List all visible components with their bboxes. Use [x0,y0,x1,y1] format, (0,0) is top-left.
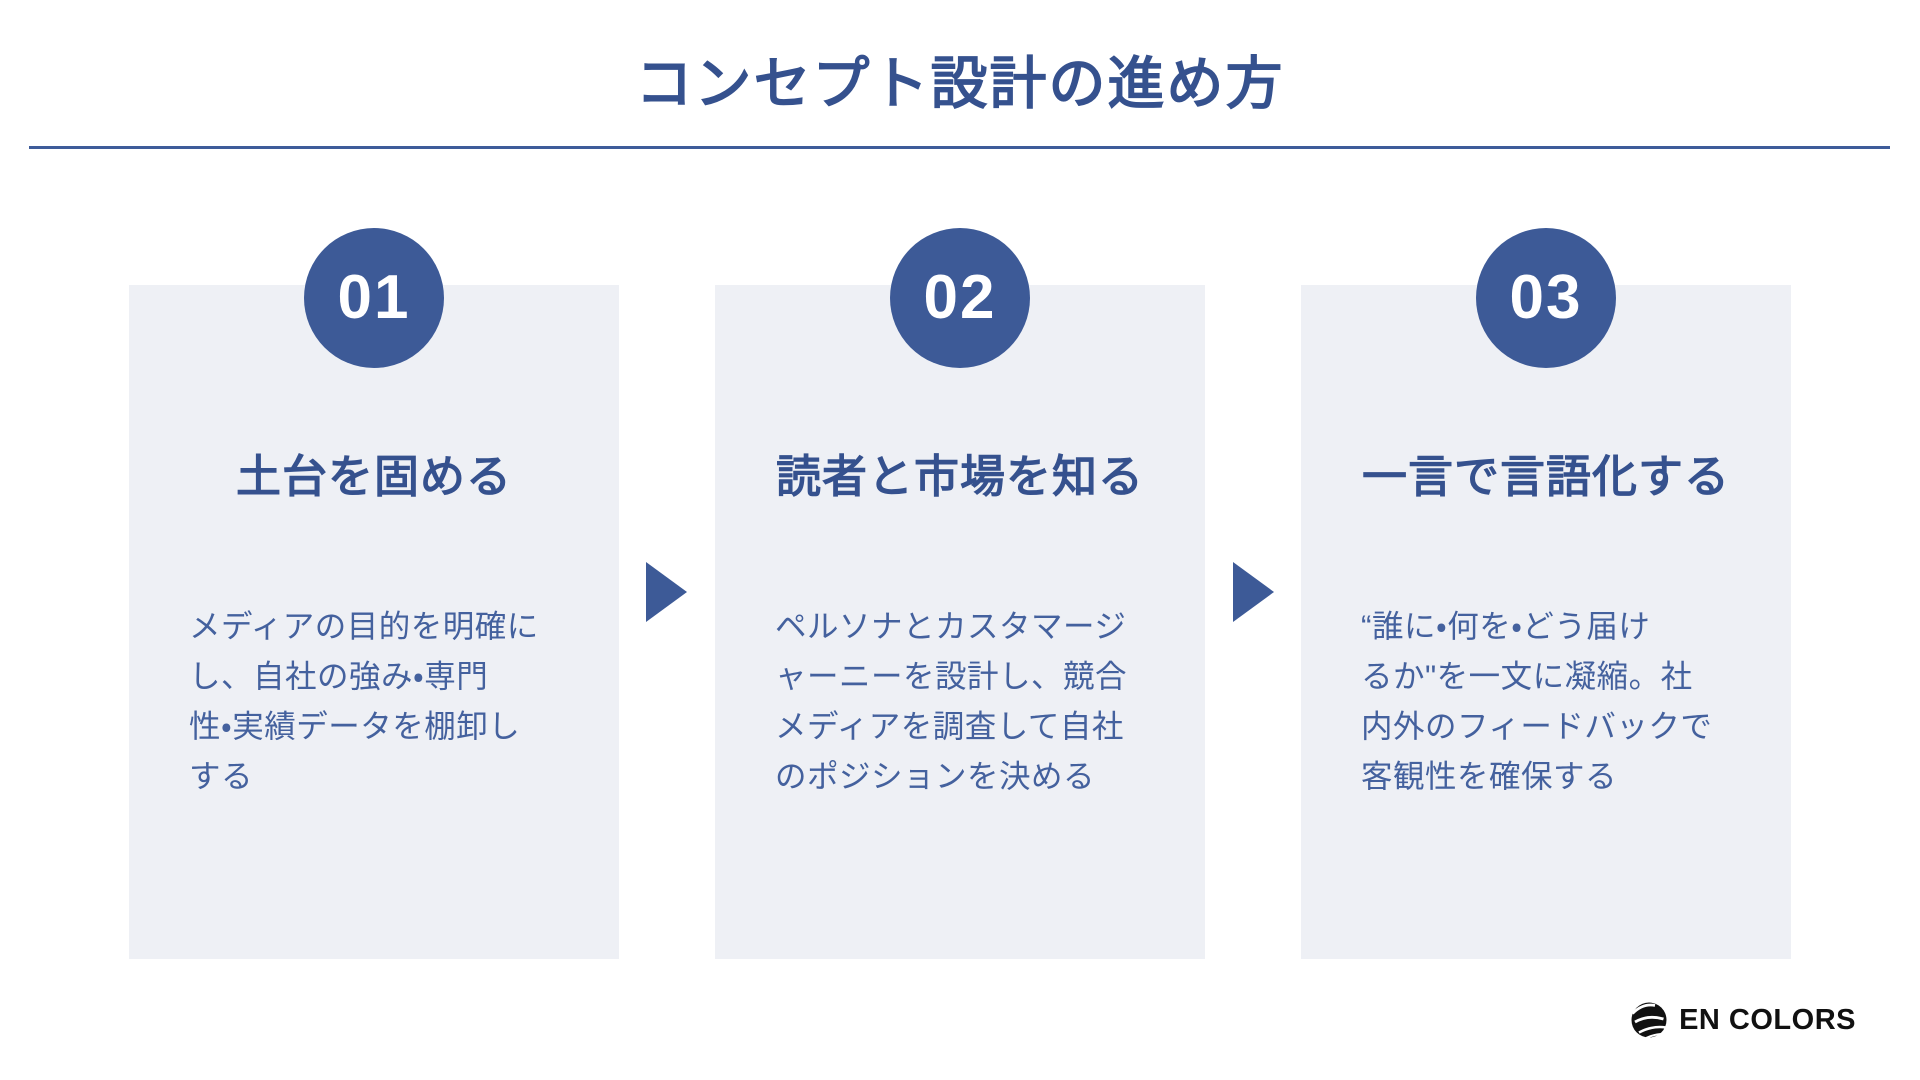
encolors-globe-icon [1631,1001,1668,1039]
page-title: コンセプト設計の進め方 [635,52,1285,116]
step-card-2: 02 読者と市場を知る ペルソナとカスタマージ ャーニーを設計し、競合 メディア… [715,228,1205,959]
step-description: ペルソナとカスタマージ ャーニーを設計し、競合 メディアを調査して自社 のポジシ… [775,608,1128,794]
encolors-logo-text: EN COLORS [1679,1003,1856,1036]
arrow-right-icon [1233,562,1274,622]
step-description: “誰に・何を・どう届け るか"を一文に凝縮。社 内外のフィードバックで 客観性を… [1361,608,1713,794]
step-title: 読者と市場を知る [775,451,1144,502]
step-card-3: 03 一言で言語化する “誰に・何を・どう届け るか"を一文に凝縮。社 内外のフ… [1301,228,1791,959]
step-card-1: 01 土台を固める メディアの目的を明確に し、自社の強み・専門 性・実績データ… [129,228,619,959]
step-number-badge: 03 [1476,228,1616,368]
step-number-badge: 02 [890,228,1030,368]
title-divider-line [29,146,1890,149]
step-title: 一言で言語化する [1361,451,1730,502]
encolors-logo: EN COLORS [1631,1001,1856,1039]
arrow-right-icon [646,562,687,622]
step-description: メディアの目的を明確に し、自社の強み・専門 性・実績データを棚卸し する [189,608,539,794]
step-number-badge: 01 [304,228,444,368]
step-title: 土台を固める [235,451,512,502]
